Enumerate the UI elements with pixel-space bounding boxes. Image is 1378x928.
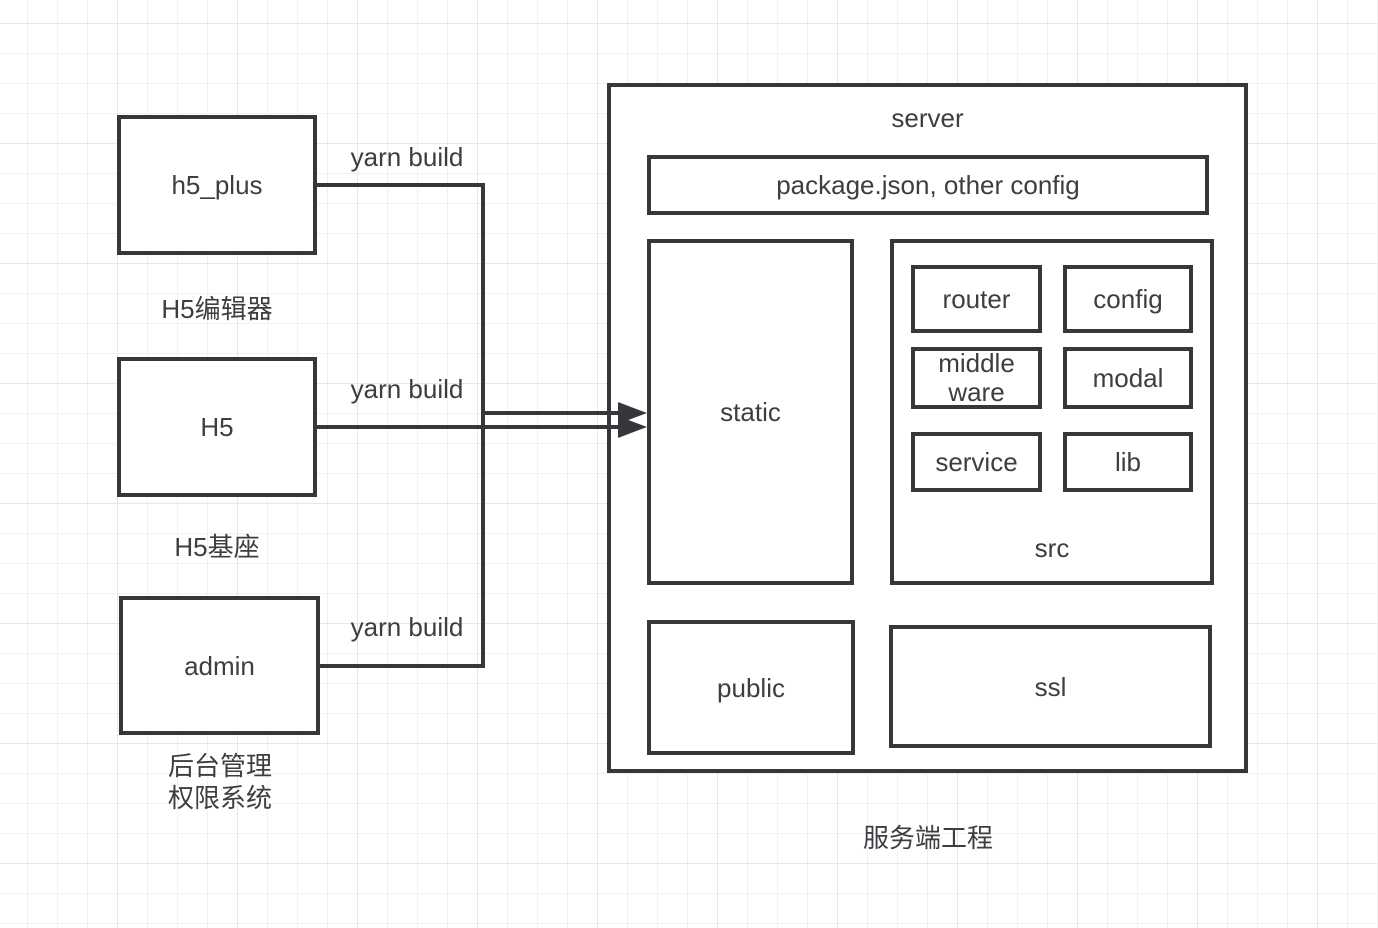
- edge-label-yarn-build-h5-plus: yarn build: [350, 142, 464, 172]
- node-ssl: ssl: [889, 625, 1212, 748]
- static-label: static: [720, 397, 781, 427]
- public-label: public: [717, 672, 785, 703]
- admin-label: admin: [184, 650, 255, 681]
- h5-label: H5: [200, 412, 234, 442]
- node-public: public: [647, 620, 855, 755]
- node-config: config: [1063, 265, 1193, 333]
- service-label: service: [935, 447, 1018, 477]
- node-h5-plus: h5_plus: [117, 115, 317, 255]
- h5-plus-label: h5_plus: [171, 170, 263, 200]
- edge-label-yarn-build-admin: yarn build: [350, 612, 464, 642]
- lib-label: lib: [1114, 447, 1141, 477]
- src-label: src: [1034, 533, 1070, 563]
- package-json-config-label: package.json, other config: [776, 170, 1080, 200]
- h5-plus-caption: H5编辑器: [161, 294, 273, 324]
- node-admin: admin: [119, 596, 320, 735]
- config-label: config: [1093, 284, 1163, 314]
- node-service: service: [911, 432, 1042, 492]
- node-router: router: [911, 265, 1042, 333]
- admin-caption-line1: 后台管理: [167, 751, 272, 781]
- server-title: server: [891, 103, 964, 133]
- node-h5: H5: [117, 357, 317, 497]
- h5-caption: H5基座: [174, 532, 260, 562]
- admin-caption: 后台管理权限系统: [120, 750, 320, 814]
- node-middleware: middle ware: [911, 347, 1042, 409]
- edge-label-yarn-build-h5: yarn build: [350, 374, 464, 404]
- node-package-json-config: package.json, other config: [647, 155, 1209, 215]
- modal-label: modal: [1092, 363, 1164, 393]
- server-caption: 服务端工程: [862, 823, 993, 853]
- node-static: static: [647, 239, 854, 585]
- router-label: router: [942, 284, 1011, 314]
- ssl-label: ssl: [1034, 671, 1067, 702]
- connector-bus-h5plus-admin: [317, 183, 485, 668]
- node-modal: modal: [1063, 347, 1193, 409]
- middleware-label: middle ware: [938, 348, 1015, 407]
- node-lib: lib: [1063, 432, 1193, 492]
- admin-caption-line2: 权限系统: [167, 783, 272, 813]
